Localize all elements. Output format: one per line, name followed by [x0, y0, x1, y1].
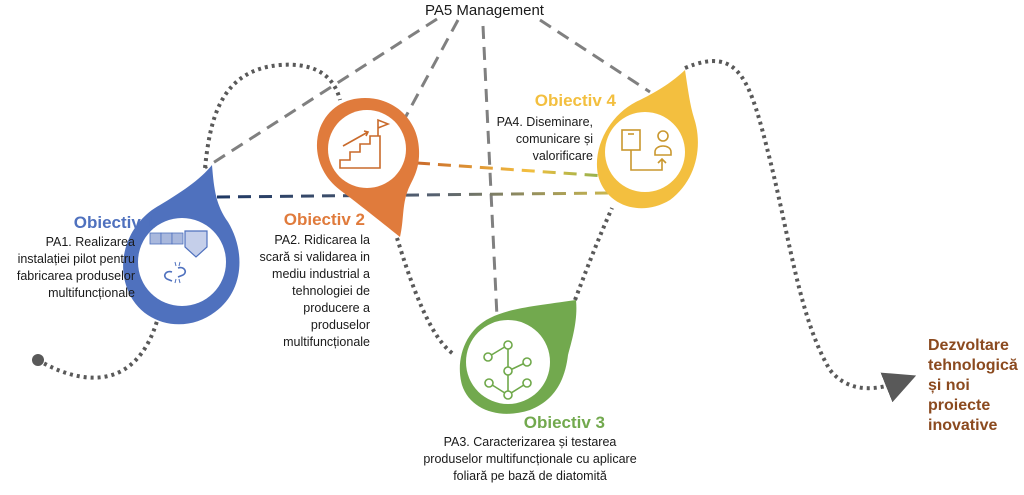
- connector-management-obj4: [539, 18, 651, 94]
- objective-1-description: PA1. Realizarea instalației pilot pentru…: [0, 234, 135, 302]
- management-label: PA5 Management: [425, 2, 544, 19]
- connector-management-obj3: [481, 25, 499, 318]
- path-obj3-to-obj4: [573, 207, 614, 301]
- path-obj2-to-obj3: [395, 237, 457, 357]
- outcome-line: tehnologică: [928, 357, 1018, 374]
- objective-2-pin[interactable]: [316, 98, 420, 237]
- objective-2-pin-inner: [328, 110, 406, 188]
- objective-2-line: tehnologiei de: [292, 284, 370, 298]
- outcome-line: proiecte: [928, 397, 991, 414]
- objective-1-line: instalației pilot pentru: [17, 252, 135, 266]
- outcome-line: inovative: [928, 417, 998, 434]
- connector-management-obj1: [204, 17, 438, 170]
- objective-1-line: fabricarea produselor: [16, 269, 135, 283]
- objective-4-line: PA4. Diseminare,: [496, 115, 593, 129]
- objective-4-pin-inner: [605, 112, 685, 192]
- management-connectors: [204, 17, 651, 318]
- objective-3-line: PA3. Caracterizarea și testarea: [443, 435, 617, 449]
- objective-2-line: produselor: [310, 318, 370, 332]
- progress-path: [36, 59, 917, 403]
- objective-2-line: multifuncționale: [283, 335, 370, 349]
- path-obj1-to-obj2: [203, 62, 342, 169]
- objective-1-line: PA1. Realizarea: [45, 235, 135, 249]
- objective-4-line: valorificare: [532, 149, 593, 163]
- objective-3-description: PA3. Caracterizarea și testarea produsel…: [400, 434, 660, 485]
- path-obj4-to-outcome: [684, 59, 917, 403]
- objective-3-line: foliară pe bază de diatomită: [453, 469, 607, 483]
- network-tree-icon: [483, 340, 532, 400]
- connector-obj2-obj4: [416, 161, 606, 178]
- objective-1-title: Obiectiv 1: [73, 213, 155, 232]
- objective-3-pin[interactable]: [459, 300, 577, 414]
- objective-2-line: scară si validarea in: [259, 250, 370, 264]
- objective-4-title: Obiectiv 4: [534, 91, 616, 110]
- connector-management-obj2: [403, 19, 460, 119]
- objective-2-line: producere a: [303, 301, 370, 315]
- objective-2-line: mediu industrial a: [272, 267, 370, 281]
- outcome-label: Dezvoltare tehnologică și noi proiecte i…: [928, 336, 1024, 436]
- objective-4-pin[interactable]: [596, 70, 698, 209]
- objective-4-description: PA4. Diseminare, comunicare și valorific…: [480, 114, 593, 165]
- outcome-line: și noi: [928, 377, 970, 394]
- pipeline-broken-chain-icon: [149, 230, 208, 284]
- connector-obj1-obj4: [216, 191, 611, 199]
- outcome-line: Dezvoltare: [928, 337, 1009, 354]
- objective-1-line: multifuncționale: [48, 286, 135, 300]
- objective-2-line: PA2. Ridicarea la: [274, 233, 370, 247]
- objective-1-pin[interactable]: [123, 165, 240, 325]
- objective-3-title: Obiectiv 3: [523, 413, 605, 432]
- objective-2-description: PA2. Ridicarea la scară si validarea in …: [240, 232, 370, 351]
- objective-3-line: produselor multifuncționale cu aplicare: [423, 452, 637, 466]
- path-start-dot: [32, 354, 44, 366]
- box-to-person-icon: [621, 129, 672, 171]
- path-start-to-obj1: [36, 309, 162, 380]
- objective-4-line: comunicare și: [515, 132, 593, 146]
- objective-2-title: Obiectiv 2: [283, 210, 365, 229]
- stairs-flag-icon: [339, 118, 391, 169]
